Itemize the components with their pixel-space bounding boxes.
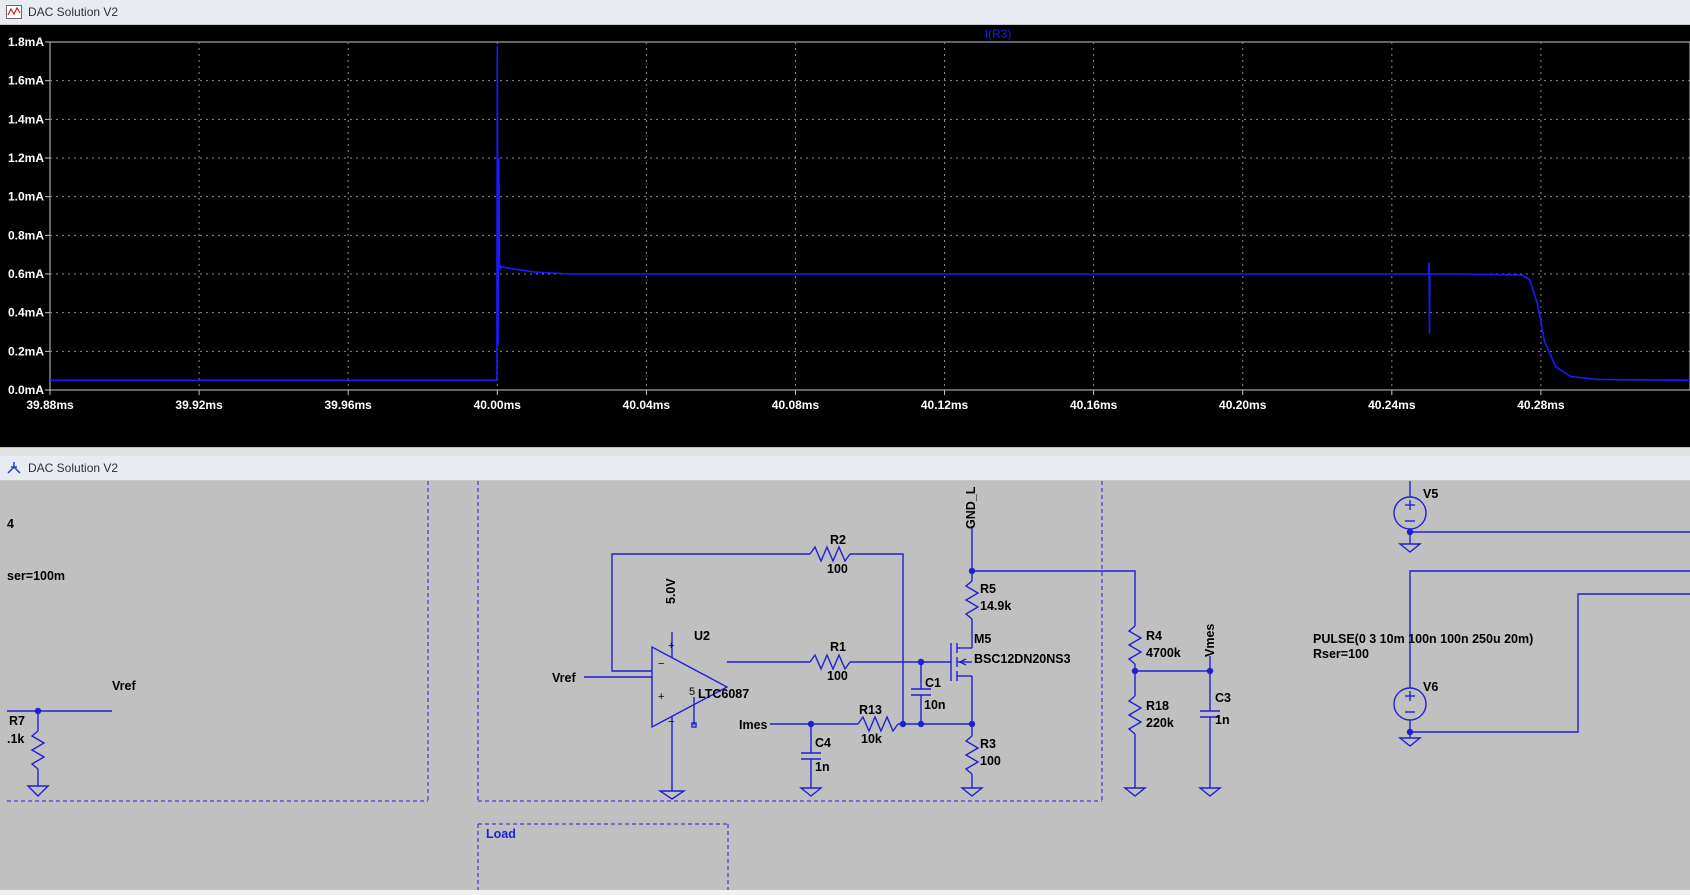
y-tick-label: 1.0mA <box>8 190 44 204</box>
r13-name: R13 <box>859 703 882 717</box>
y-tick-label: 0.6mA <box>8 267 44 281</box>
waveform-icon <box>6 5 22 19</box>
imes-net-label: Imes <box>739 718 768 732</box>
left-fragment-label-4: 4 <box>7 517 14 531</box>
voltage-source-v6[interactable] <box>1393 570 1690 747</box>
opamp-u2[interactable] <box>651 632 729 800</box>
x-tick-label: 39.92ms <box>175 398 223 412</box>
r4-name: R4 <box>1146 629 1162 643</box>
r1-name: R1 <box>830 640 846 654</box>
mosfet-m5[interactable] <box>950 643 972 681</box>
c3-value: 1n <box>1215 713 1230 727</box>
x-tick-label: 40.12ms <box>921 398 969 412</box>
x-tick-label: 39.88ms <box>26 398 74 412</box>
v6-name: V6 <box>1423 680 1438 694</box>
y-tick-label: 1.4mA <box>8 112 44 126</box>
x-tick-label: 40.28ms <box>1517 398 1565 412</box>
r5-name: R5 <box>980 582 996 596</box>
vref-net-label-left: Vref <box>112 679 136 693</box>
u2-part: LTC6087 <box>698 687 749 701</box>
r7-name: R7 <box>9 714 25 728</box>
waveform-chart[interactable]: 0.0mA 0.2mA 0.4mA 0.6mA 0.8mA 1.0mA 1.2mA 1.4mA… <box>0 25 1690 447</box>
legend-entry: I(R3) <box>985 27 1012 41</box>
r18-value: 220k <box>1146 716 1174 730</box>
imes-net <box>770 715 976 797</box>
svg-text:−: − <box>668 716 674 728</box>
load-box-label: Load <box>486 827 516 841</box>
drain-source-net <box>960 526 984 797</box>
schematic-window: DAC Solution V2 <box>0 456 1690 890</box>
pulse-spec-label: PULSE(0 3 10m 100n 100n 250u 20m) <box>1313 632 1533 646</box>
waveform-titlebar[interactable]: DAC Solution V2 <box>0 0 1690 25</box>
waveform-window-title: DAC Solution V2 <box>28 5 119 19</box>
divider-net <box>972 570 1222 797</box>
pulse-rser-label: Rser=100 <box>1313 647 1369 661</box>
schematic-titlebar[interactable]: DAC Solution V2 <box>0 456 1690 481</box>
r3-name: R3 <box>980 737 996 751</box>
y-tick-label: 1.8mA <box>8 35 44 49</box>
y-tick-label: 0.0mA <box>8 383 44 397</box>
svg-text:−: − <box>658 658 664 670</box>
schematic-canvas[interactable]: 4 ser=100m Vref R7 .1k GND_L 5.0V U2 LTC… <box>0 481 1690 890</box>
y-tick-label: 1.6mA <box>8 74 44 88</box>
x-tick-label: 40.08ms <box>772 398 820 412</box>
supply-5v-label: 5.0V <box>664 578 678 604</box>
u2-name: U2 <box>694 629 710 643</box>
series-line-i-r3- <box>50 45 1690 382</box>
r2-name: R2 <box>830 533 846 547</box>
svg-text:+: + <box>658 691 664 703</box>
r1-net <box>727 653 951 671</box>
m5-part: BSC12DN20NS3 <box>974 652 1071 666</box>
waveform-window: DAC Solution V2 0.0mA 0.2mA 0.4mA 0.6mA 0.8m… <box>0 0 1690 447</box>
c3-name: C3 <box>1215 691 1231 705</box>
x-tick-label: 40.04ms <box>623 398 671 412</box>
plot-frame <box>49 41 1690 391</box>
voltage-source-v5[interactable] <box>1393 481 1690 553</box>
y-tick-label: 0.2mA <box>8 344 44 358</box>
schematic-icon <box>6 461 22 475</box>
y-tick-label: 0.8mA <box>8 228 44 242</box>
r4-value: 4700k <box>1146 646 1181 660</box>
r2-value: 100 <box>827 562 848 576</box>
x-tick-label: 40.00ms <box>474 398 522 412</box>
vmes-net-label: Vmes <box>1203 624 1217 657</box>
opamp-feedback-net <box>611 545 907 728</box>
r13-value: 10k <box>861 732 882 746</box>
opamp-pin-markers: − + + − 5 <box>658 640 695 728</box>
waveform-plot-area[interactable]: 0.0mA 0.2mA 0.4mA 0.6mA 0.8mA 1.0mA 1.2mA 1.4mA… <box>0 25 1690 447</box>
schematic-drawing[interactable]: 4 ser=100m Vref R7 .1k GND_L 5.0V U2 LTC… <box>0 481 1690 890</box>
dashed-box-left <box>7 481 429 802</box>
x-tick-label: 40.16ms <box>1070 398 1118 412</box>
vref-input-label: Vref <box>552 671 576 685</box>
left-fragment-label-rser: ser=100m <box>7 569 65 583</box>
r18-name: R18 <box>1146 699 1169 713</box>
x-tick-label: 40.20ms <box>1219 398 1267 412</box>
svg-text:+: + <box>668 640 674 652</box>
dashed-box-load <box>477 823 729 890</box>
capacitor-c1[interactable] <box>911 662 931 724</box>
r7-value: .1k <box>7 732 24 746</box>
m5-name: M5 <box>974 632 991 646</box>
y-tick-label: 0.4mA <box>8 306 44 320</box>
x-tick-label: 40.24ms <box>1368 398 1416 412</box>
r5-value: 14.9k <box>980 599 1011 613</box>
v5-name: V5 <box>1423 487 1438 501</box>
svg-text:5: 5 <box>689 686 695 698</box>
c1-name: C1 <box>925 676 941 690</box>
y-tick-label: 1.2mA <box>8 151 44 165</box>
schematic-window-title: DAC Solution V2 <box>28 461 119 475</box>
dashed-box-middle <box>477 481 1103 802</box>
r3-value: 100 <box>980 754 1001 768</box>
c4-name: C4 <box>815 736 831 750</box>
gnd-l-net-label: GND_L <box>964 486 978 529</box>
c1-value: 10n <box>924 698 946 712</box>
x-tick-label: 39.96ms <box>324 398 372 412</box>
left-vref-net <box>7 707 112 797</box>
r1-value: 100 <box>827 669 848 683</box>
c4-value: 1n <box>815 760 830 774</box>
